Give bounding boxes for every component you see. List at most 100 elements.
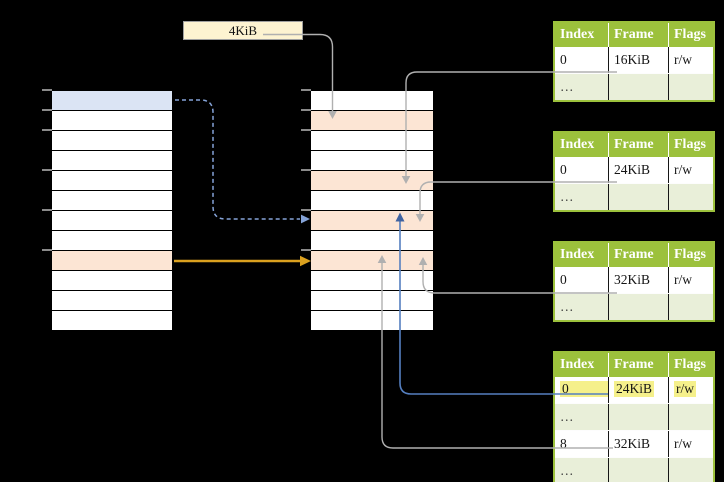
physical-memory-row bbox=[311, 171, 433, 191]
frame-table-cell: 32KiB bbox=[609, 267, 669, 293]
physical-memory-row bbox=[311, 91, 433, 111]
physical-memory-row bbox=[311, 151, 433, 171]
frame-table-cell bbox=[669, 458, 713, 482]
page-size-label: 4KiB bbox=[183, 21, 303, 40]
physical-memory-row bbox=[311, 111, 433, 131]
frame-table-cell: r/w bbox=[674, 436, 692, 451]
frame-table-row: … bbox=[555, 183, 713, 210]
physical-memory-row bbox=[311, 311, 433, 331]
address-tick bbox=[301, 89, 311, 91]
virtual-memory-row bbox=[52, 231, 172, 251]
virtual-memory-row bbox=[52, 91, 172, 111]
header-cell-flags: Flags bbox=[674, 137, 706, 152]
frame-table-cell bbox=[669, 74, 713, 100]
physical-memory-row bbox=[311, 191, 433, 211]
frame-table-cell bbox=[669, 294, 713, 320]
virtual-memory-row bbox=[52, 111, 172, 131]
frame-table-cell: 16KiB bbox=[609, 47, 669, 73]
physical-memory-row bbox=[311, 251, 433, 271]
virtual-memory-row bbox=[52, 271, 172, 291]
address-tick bbox=[301, 129, 311, 131]
header-cell-flags: Flags bbox=[674, 247, 706, 262]
virtual-memory-row bbox=[52, 251, 172, 271]
frame-table-cell bbox=[609, 184, 669, 210]
frame-table-cell: r/w bbox=[674, 52, 692, 67]
frame-table-row: … bbox=[555, 457, 713, 482]
header-cell-frame: Frame bbox=[609, 133, 669, 157]
address-tick bbox=[42, 169, 52, 171]
address-tick bbox=[301, 209, 311, 211]
frame-table-row: … bbox=[555, 73, 713, 100]
highlighted-value: r/w bbox=[674, 381, 696, 397]
physical-memory-column bbox=[311, 90, 433, 331]
address-tick bbox=[42, 109, 52, 111]
virtual-memory-column bbox=[52, 90, 172, 331]
arrow-left-orange-row-to-physical-row-9 bbox=[174, 255, 311, 267]
frame-table-cell: … bbox=[555, 458, 609, 482]
frame-table-cell: 8 bbox=[555, 431, 609, 457]
header-cell-index: Index bbox=[555, 353, 609, 377]
frame-table-row: … bbox=[555, 403, 713, 430]
frame-table-cell: 24KiB bbox=[609, 377, 669, 403]
frame-table-cell: r/w bbox=[674, 272, 692, 287]
virtual-memory-row bbox=[52, 311, 172, 331]
physical-memory-row bbox=[311, 291, 433, 311]
address-tick bbox=[301, 109, 311, 111]
address-tick bbox=[301, 249, 311, 251]
header-cell-flags: Flags bbox=[674, 27, 706, 42]
frame-table-cell: 24KiB bbox=[609, 157, 669, 183]
virtual-memory-row bbox=[52, 131, 172, 151]
frame-table-cell bbox=[669, 184, 713, 210]
header-cell-index: Index bbox=[555, 243, 609, 267]
header-cell-flags: Flags bbox=[674, 357, 706, 372]
address-tick bbox=[42, 89, 52, 91]
frame-table-cell bbox=[609, 74, 669, 100]
frame-table-cell bbox=[669, 404, 713, 430]
header-cell-frame: Frame bbox=[609, 243, 669, 267]
frame-table-cell: 0 bbox=[555, 267, 609, 293]
address-tick bbox=[42, 209, 52, 211]
virtual-memory-row bbox=[52, 151, 172, 171]
physical-memory-row bbox=[311, 131, 433, 151]
frame-table-cell bbox=[609, 404, 669, 430]
highlighted-value: 0 bbox=[560, 381, 608, 397]
frame-table-cell: … bbox=[555, 184, 609, 210]
physical-memory-row bbox=[311, 231, 433, 251]
frame-table-cell: … bbox=[555, 74, 609, 100]
address-tick bbox=[301, 169, 311, 171]
frame-table-cell: r/w bbox=[669, 377, 713, 403]
frame-table-cell bbox=[609, 294, 669, 320]
address-tick bbox=[42, 129, 52, 131]
header-cell-index: Index bbox=[555, 23, 609, 47]
frame-table-cell: 0 bbox=[555, 377, 609, 403]
frame-table-cell: 32KiB bbox=[609, 431, 669, 457]
header-cell-index: Index bbox=[555, 133, 609, 157]
frame-table-cell: … bbox=[555, 294, 609, 320]
frame-table-cell: 0 bbox=[555, 47, 609, 73]
virtual-memory-row bbox=[52, 211, 172, 231]
arrow-left-blue-row-to-physical-row-7 bbox=[175, 99, 310, 224]
virtual-memory-row bbox=[52, 171, 172, 191]
address-tick bbox=[42, 249, 52, 251]
frame-table-cell bbox=[609, 458, 669, 482]
frame-table-cell: 0 bbox=[555, 157, 609, 183]
virtual-memory-row bbox=[52, 191, 172, 211]
header-cell-frame: Frame bbox=[609, 353, 669, 377]
physical-memory-row bbox=[311, 211, 433, 231]
frame-table-row: … bbox=[555, 293, 713, 320]
physical-memory-row bbox=[311, 271, 433, 291]
